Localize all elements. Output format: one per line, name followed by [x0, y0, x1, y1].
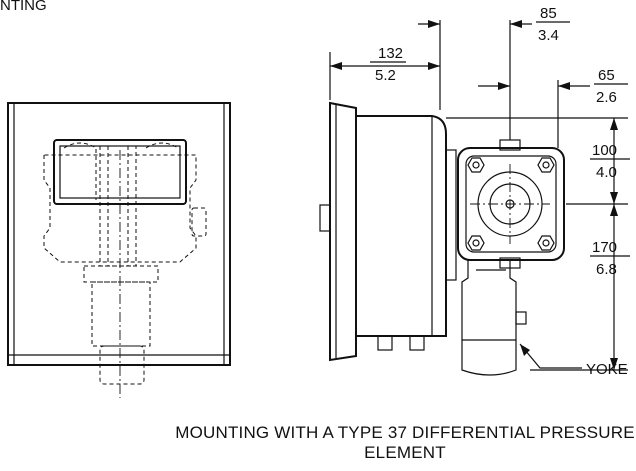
- dim-170-in: 6.8: [596, 261, 617, 278]
- dim-65-mm: 65: [598, 67, 615, 84]
- yoke-label: YOKE: [586, 361, 628, 378]
- caption-line-1: MOUNTING WITH A TYPE 37 DIFFERENTIAL PRE…: [175, 423, 635, 442]
- dim-65-in: 2.6: [596, 89, 617, 106]
- dim-132-mm: 132: [378, 45, 403, 62]
- front-case-inner: [13, 102, 225, 366]
- dim-85-in: 3.4: [538, 27, 559, 44]
- dim-100-in: 4.0: [596, 164, 617, 181]
- yoke-neck: [461, 260, 517, 341]
- caption-line-2: ELEMENT: [364, 443, 446, 462]
- front-case-outer: [7, 102, 231, 366]
- mounting-drawing: 132 5.2 85 3.4 65 2.6 100 4.0 170 6.8 YO…: [7, 5, 630, 398]
- hidden-element-outline: [43, 154, 197, 263]
- bezel: [329, 101, 357, 362]
- dim-132-in: 5.2: [375, 67, 396, 84]
- diaphragm-housing: [457, 147, 565, 261]
- dim-85-mm: 85: [540, 5, 557, 22]
- dim-170-mm: 170: [592, 239, 617, 256]
- side-view: [319, 20, 628, 376]
- partial-title: NTING: [0, 0, 47, 14]
- figure-caption: MOUNTING WITH A TYPE 37 DIFFERENTIAL PRE…: [170, 423, 636, 463]
- dim-100-mm: 100: [592, 142, 617, 159]
- front-view: [7, 102, 231, 398]
- reset-knob: [319, 204, 331, 232]
- dimension-lines: [330, 20, 618, 370]
- pipe: [461, 340, 517, 376]
